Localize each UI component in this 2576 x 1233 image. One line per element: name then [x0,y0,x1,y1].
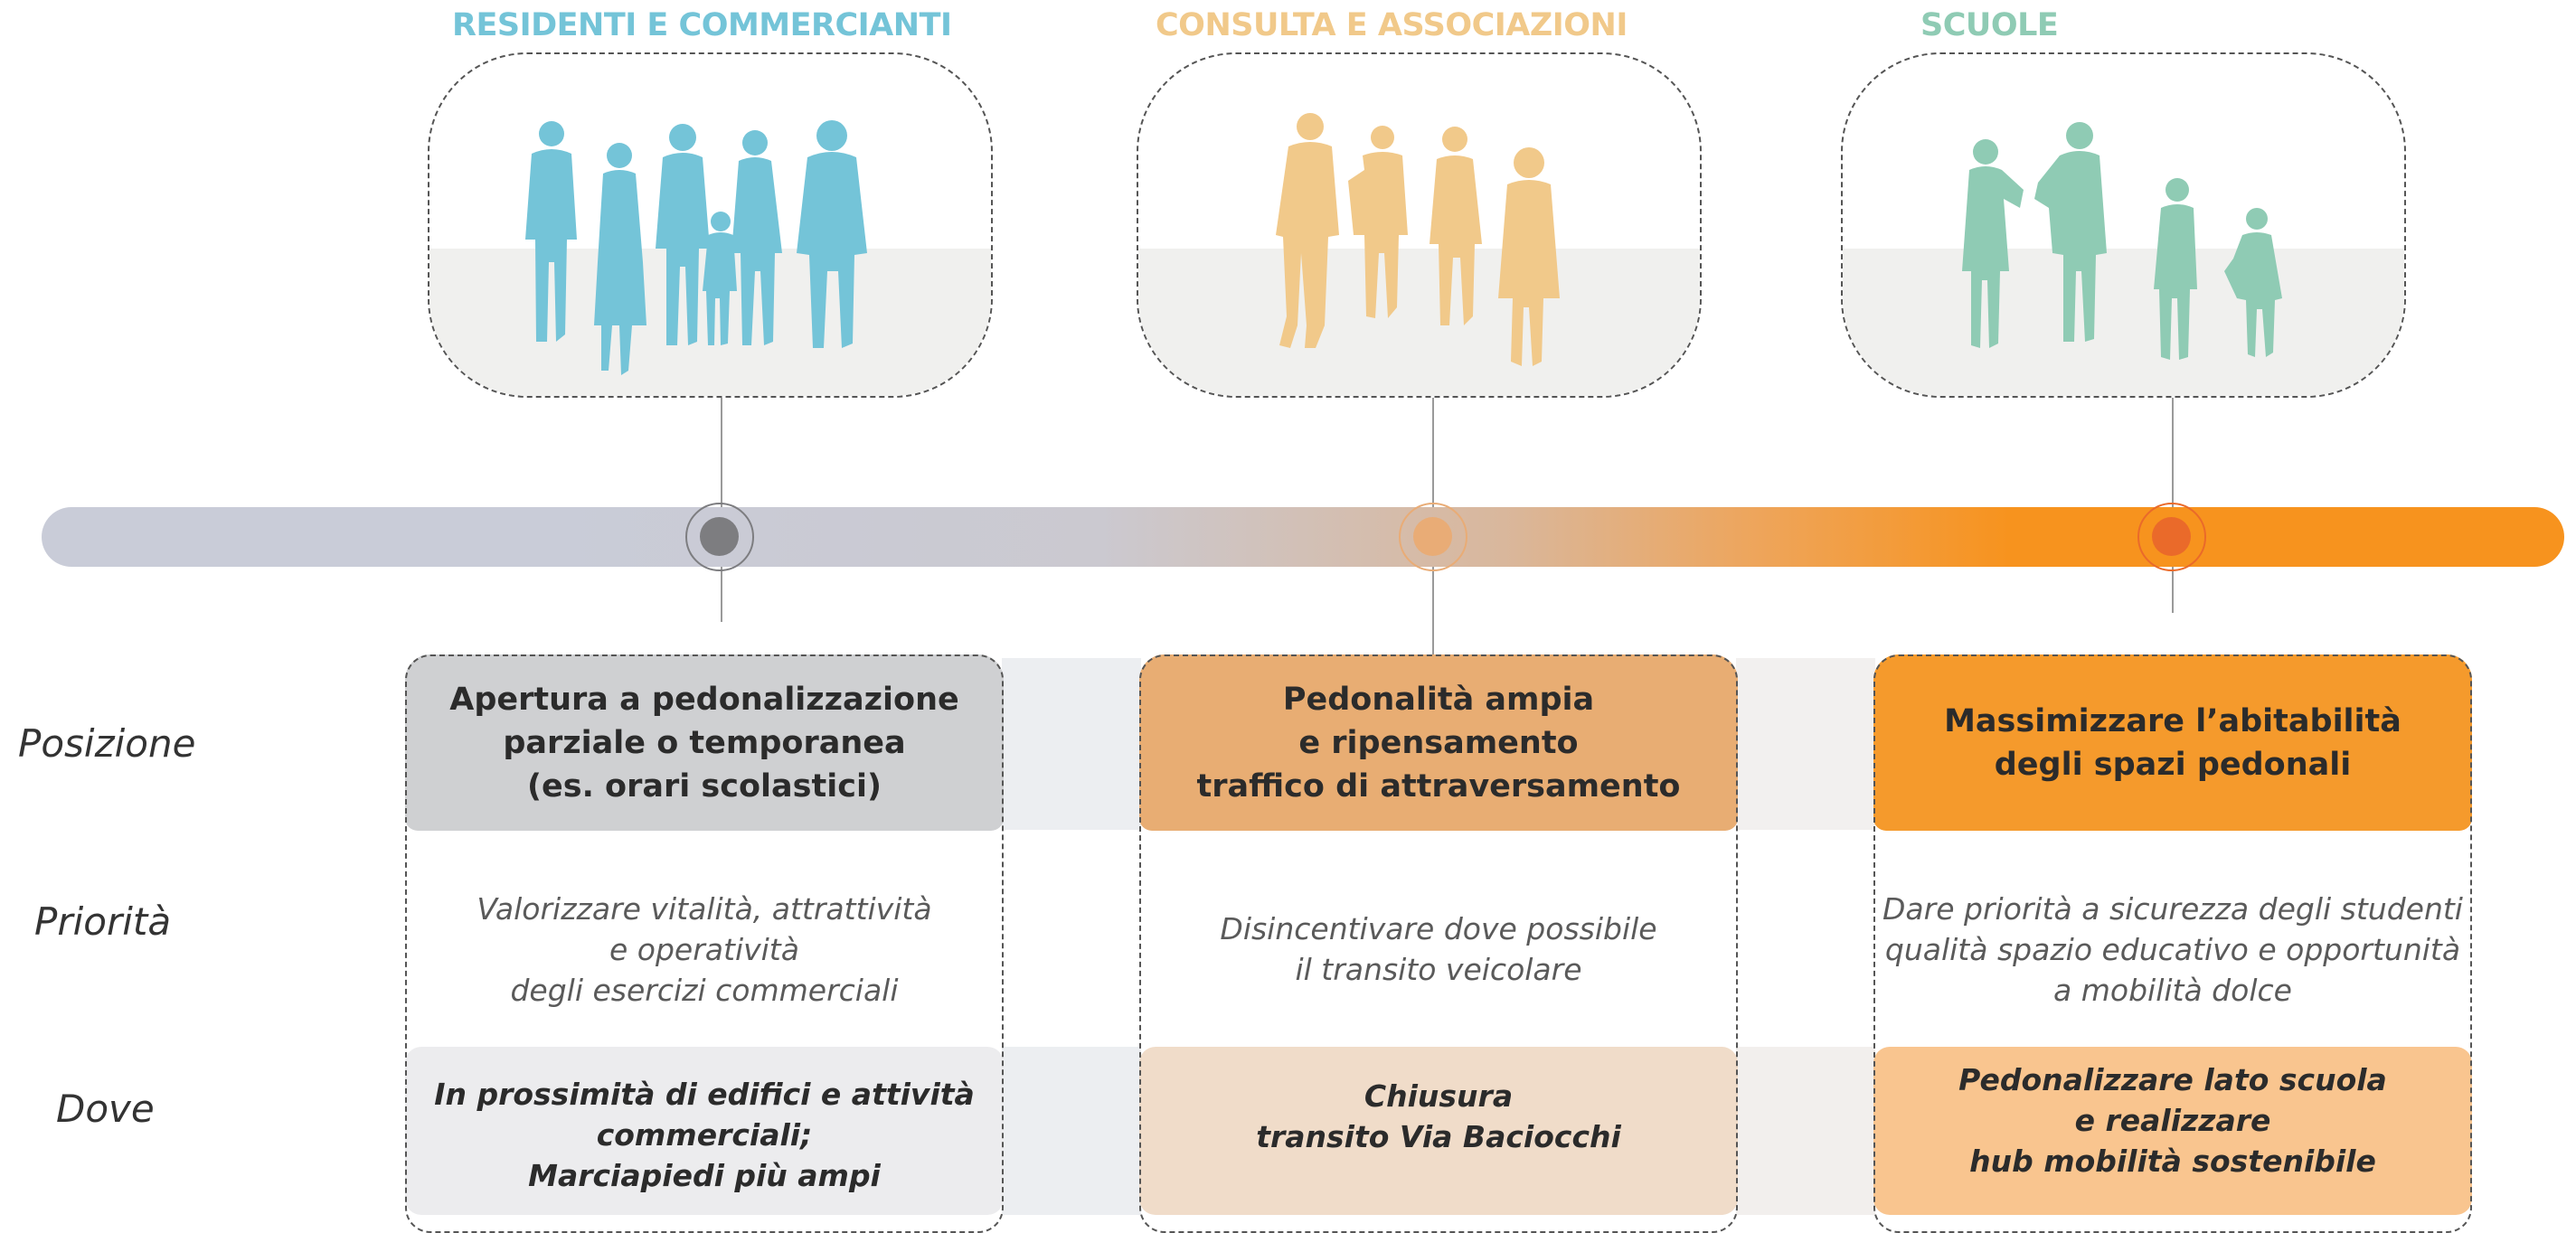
priorita-text-1: Valorizzare vitalità, attrattività e ope… [477,890,932,1008]
timeline-marker-1 [685,503,754,571]
dove-box-2: Chiusura transito Via Baciocchi [1139,1047,1738,1215]
posizione-gap-2 [1736,658,1875,830]
group-title-consulta: CONSULTA E ASSOCIAZIONI [1156,7,1628,43]
adults-silhouettes-icon [1276,113,1560,366]
people-silhouettes-icon [525,120,867,375]
column-frame-1 [405,654,1004,1233]
schools-illustration [1841,52,2406,398]
timeline-marker-3 [2137,503,2206,571]
priorita-text-3: Dare priorità a sicurezza degli studenti… [1882,890,2463,1008]
column-frame-2 [1139,654,1738,1233]
dove-box-1: In prossimità di edifici e attività comm… [405,1047,1004,1215]
dove-gap-2 [1736,1047,1875,1215]
group-title-scuole: SCUOLE [1920,7,2059,43]
dove-box-3: Pedonalizzare lato scuola e realizzare h… [1873,1047,2472,1215]
row-label-priorita: Priorità [34,899,172,944]
priorita-text-2: Disincentivare dove possibile il transit… [1220,911,1657,987]
column-frame-3 [1873,654,2472,1233]
group-title-residenti: RESIDENTI E COMMERCIANTI [452,7,952,43]
consulta-illustration [1137,52,1702,398]
row-label-posizione: Posizione [18,721,196,766]
posizione-box-2: Pedonalità ampia e ripensamento traffico… [1139,654,1738,831]
students-silhouettes-icon [1962,122,2282,360]
timeline-marker-2 [1399,503,1467,571]
posizione-box-1: Apertura a pedonalizzazione parziale o t… [405,654,1004,831]
posizione-box-3: Massimizzare l’abitabilità degli spazi p… [1873,654,2472,831]
dove-gap-1 [1002,1047,1141,1215]
posizione-gap-1 [1002,658,1141,830]
row-label-dove: Dove [56,1087,155,1131]
residents-illustration [428,52,993,398]
